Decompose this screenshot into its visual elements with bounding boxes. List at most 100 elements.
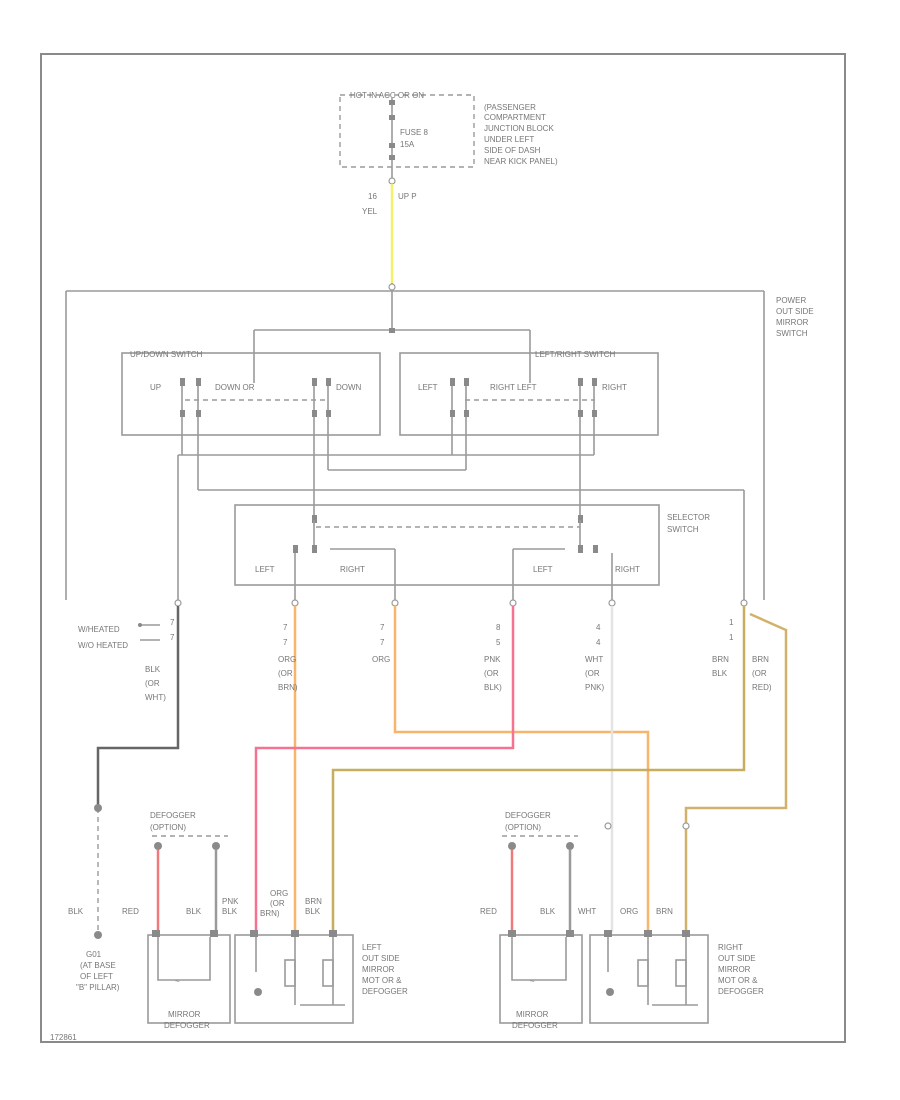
svg-text:BRN: BRN xyxy=(752,655,769,664)
figure-id: 172861 xyxy=(50,1033,77,1042)
svg-text:MOT OR &: MOT OR & xyxy=(718,976,758,985)
svg-text:OUT SIDE: OUT SIDE xyxy=(718,954,756,963)
svg-text:8: 8 xyxy=(496,623,501,632)
svg-text:BLK: BLK xyxy=(222,907,238,916)
svg-text:"B" PILLAR): "B" PILLAR) xyxy=(76,983,120,992)
updown-down-or: DOWN OR xyxy=(215,383,255,392)
svg-text:7: 7 xyxy=(170,633,175,642)
svg-text:COMPARTMENT: COMPARTMENT xyxy=(484,113,546,122)
svg-text:OF LEFT: OF LEFT xyxy=(80,972,113,981)
heated-option-labels: W/HEATED W/O HEATED xyxy=(78,623,160,650)
svg-text:(OR: (OR xyxy=(145,679,160,688)
svg-text:~: ~ xyxy=(175,977,180,986)
svg-text:SWITCH: SWITCH xyxy=(776,329,808,338)
svg-text:BRN: BRN xyxy=(656,907,673,916)
selector-right-1: RIGHT xyxy=(340,565,365,574)
left-defogger-sub: (OPTION) xyxy=(150,823,186,832)
svg-text:LEFT: LEFT xyxy=(362,943,382,952)
svg-text:DEFOGGER: DEFOGGER xyxy=(362,987,408,996)
wire-brn-blk xyxy=(331,606,746,932)
svg-text:MIRROR: MIRROR xyxy=(776,318,809,327)
svg-text:BLK: BLK xyxy=(305,907,321,916)
svg-text:PNK: PNK xyxy=(484,655,501,664)
wire-org-right xyxy=(393,606,650,932)
updown-up: UP xyxy=(150,383,161,392)
ground-wire-label: BLK xyxy=(68,907,84,916)
svg-text:OUT SIDE: OUT SIDE xyxy=(362,954,400,963)
svg-text:UNDER LEFT: UNDER LEFT xyxy=(484,135,534,144)
svg-text:RED: RED xyxy=(480,907,497,916)
svg-text:W/O HEATED: W/O HEATED xyxy=(78,641,128,650)
leftright-right-left: RIGHT LEFT xyxy=(490,383,537,392)
svg-text:(OR: (OR xyxy=(270,899,285,908)
fuse-wire-num: 16 xyxy=(368,192,377,201)
power-bus xyxy=(65,283,765,600)
svg-text:(OR: (OR xyxy=(585,669,600,678)
svg-text:~: ~ xyxy=(530,977,535,986)
svg-text:OUT SIDE: OUT SIDE xyxy=(776,307,814,316)
leftright-right: RIGHT xyxy=(602,383,627,392)
svg-text:BLK: BLK xyxy=(712,669,728,678)
svg-text:(PASSENGER: (PASSENGER xyxy=(484,103,536,112)
svg-text:NEAR KICK PANEL): NEAR KICK PANEL) xyxy=(484,157,558,166)
svg-text:BRN: BRN xyxy=(305,897,322,906)
fuse-block-outline xyxy=(339,94,475,168)
svg-text:(OR: (OR xyxy=(484,669,499,678)
fuse-block-header: HOT IN ACC OR ON xyxy=(350,91,424,100)
connector-pins: 7 7 7 7 8 5 4 4 1 1 7 7 xyxy=(170,599,748,647)
svg-text:MIRROR: MIRROR xyxy=(516,1010,549,1019)
svg-text:(OR: (OR xyxy=(278,669,293,678)
wire-labels: BLK (OR WHT) ORG (OR BRN) ORG PNK (OR BL… xyxy=(145,655,772,702)
svg-text:7: 7 xyxy=(170,618,175,627)
fuse-wire-code: UP P xyxy=(398,192,417,201)
left-mirror-label: LEFT OUT SIDE MIRROR MOT OR & DEFOGGER xyxy=(362,943,408,996)
svg-text:DEFOGGER: DEFOGGER xyxy=(718,987,764,996)
svg-text:MOT OR &: MOT OR & xyxy=(362,976,402,985)
selector-switch: SELECTOR SWITCH LEFT RIGHT LEFT RIGHT xyxy=(234,504,710,600)
svg-text:DEFOGGER: DEFOGGER xyxy=(164,1021,210,1030)
updown-down: DOWN xyxy=(336,383,362,392)
right-motors xyxy=(606,937,698,1006)
svg-text:RED: RED xyxy=(122,907,139,916)
fuse-name: FUSE 8 xyxy=(400,128,429,137)
svg-text:5: 5 xyxy=(496,638,501,647)
selector-right-2: RIGHT xyxy=(615,565,640,574)
diagram-frame xyxy=(40,53,846,1043)
left-mirror-defogger-box xyxy=(147,934,231,1024)
wire-brn-red xyxy=(684,612,788,932)
svg-text:BLK: BLK xyxy=(540,907,556,916)
svg-text:4: 4 xyxy=(596,623,601,632)
svg-text:JUNCTION BLOCK: JUNCTION BLOCK xyxy=(484,124,554,133)
updown-switch: UP/DOWN SWITCH UP DOWN OR DOWN xyxy=(121,350,381,520)
svg-text:4: 4 xyxy=(596,638,601,647)
left-mirror-assembly: DEFOGGER (OPTION) RED BLK PNK BLK ORG (O… xyxy=(122,811,408,1030)
svg-text:BLK: BLK xyxy=(186,907,202,916)
svg-text:BRN): BRN) xyxy=(260,909,280,918)
leftright-left: LEFT xyxy=(418,383,438,392)
svg-text:(AT BASE: (AT BASE xyxy=(80,961,116,970)
svg-text:1: 1 xyxy=(729,633,734,642)
colored-wires xyxy=(94,606,788,939)
switch-label: POWER OUT SIDE MIRROR SWITCH xyxy=(776,296,814,338)
right-defogger-title: DEFOGGER xyxy=(505,811,551,820)
selector-title-1: SELECTOR xyxy=(667,513,710,522)
left-motors xyxy=(254,937,345,1006)
leftright-switch: LEFT/RIGHT SWITCH LEFT RIGHT LEFT RIGHT xyxy=(399,350,659,520)
svg-text:WHT: WHT xyxy=(585,655,603,664)
selector-title-2: SWITCH xyxy=(667,525,699,534)
svg-text:G01: G01 xyxy=(86,950,102,959)
svg-text:1: 1 xyxy=(729,618,734,627)
svg-text:WHT: WHT xyxy=(578,907,596,916)
ground-point: BLK G01 (AT BASE OF LEFT "B" PILLAR) xyxy=(68,907,120,992)
svg-text:ORG: ORG xyxy=(372,655,390,664)
svg-text:RED): RED) xyxy=(752,683,772,692)
svg-text:BRN: BRN xyxy=(712,655,729,664)
svg-text:7: 7 xyxy=(380,638,385,647)
switch-interconnects xyxy=(177,454,745,600)
fuse-block: HOT IN ACC OR ON FUSE 8 15A (PASSENGER C… xyxy=(339,91,558,216)
svg-text:PNK): PNK) xyxy=(585,683,604,692)
svg-text:SIDE OF DASH: SIDE OF DASH xyxy=(484,146,541,155)
fuse-wire-color: YEL xyxy=(362,207,378,216)
svg-text:7: 7 xyxy=(283,623,288,632)
